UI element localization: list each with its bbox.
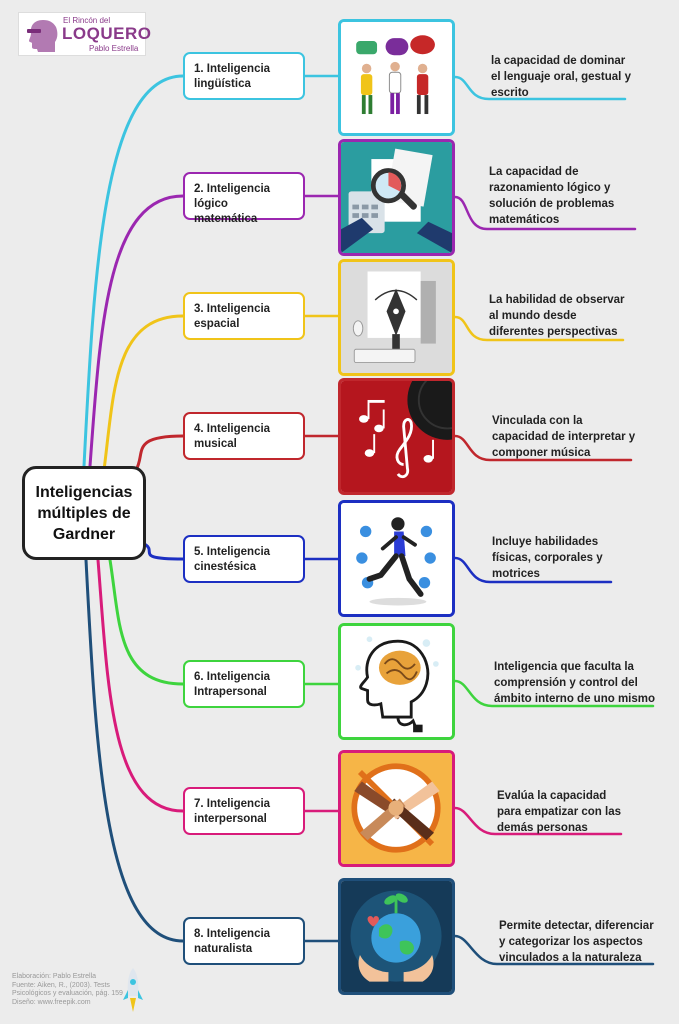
- intelligence-number: 2.: [194, 183, 204, 195]
- intelligence-illustration-2: [338, 139, 455, 256]
- pen-tool-design-icon: [341, 262, 452, 373]
- credit-line: Psicológicos y evaluación, pág. 159: [12, 990, 123, 997]
- intelligence-description-3: La habilidad de observar al mundo desde …: [489, 294, 625, 338]
- rocket-icon: [123, 968, 143, 1012]
- intelligence-number: 1.: [194, 63, 204, 75]
- connector-image-description: [453, 315, 625, 342]
- connector-image-description: [453, 556, 613, 584]
- connector-image-description: [453, 934, 655, 966]
- intelligence-number: 7.: [194, 798, 204, 810]
- intelligence-number: 8.: [194, 928, 204, 940]
- intelligence-title: Inteligencia Intrapersonal: [194, 671, 271, 698]
- connector-image-description: [453, 806, 623, 836]
- logo-line-2: LOQUERO: [62, 24, 152, 43]
- intelligence-title: Inteligencia cinestésica: [194, 546, 271, 573]
- credits: Elaboración: Pablo Estrella Fuente: Aike…: [12, 973, 123, 1007]
- connector-center-label: [144, 543, 185, 561]
- connector-center-label: [88, 194, 185, 468]
- connector-center-label: [84, 558, 185, 943]
- connector-center-label: [82, 74, 185, 468]
- connector-image-description: [453, 434, 633, 462]
- intelligence-title: Inteligencia naturalista: [194, 928, 271, 955]
- intelligence-description-5: Incluye habilidades físicas, corporales …: [492, 536, 603, 580]
- brain-head-icon: [341, 626, 452, 737]
- intelligence-title: Inteligencia musical: [194, 423, 271, 450]
- credit-line: Fuente: Aiken, R., (2003). Tests: [12, 981, 110, 989]
- intelligence-label-7: 7. Inteligencia interpersonal: [183, 787, 305, 835]
- intelligence-number: 5.: [194, 546, 204, 558]
- joined-hands-icon: [341, 753, 452, 864]
- intelligence-illustration-4: [338, 378, 455, 495]
- intelligence-label-5: 5. Inteligencia cinestésica: [183, 535, 305, 583]
- intelligence-label-6: 6. Inteligencia Intrapersonal: [183, 660, 305, 708]
- connector-center-label: [102, 314, 185, 472]
- connector-center-label: [134, 434, 185, 472]
- intelligence-description-6: Inteligencia que faculta la comprensión …: [494, 661, 656, 705]
- logo-line-1: El Rincón del: [63, 16, 111, 25]
- credit-line: Elaboración: Pablo Estrella: [12, 973, 97, 980]
- intelligence-description-7: Evalúa la capacidad para empatizar con l…: [497, 790, 621, 834]
- earth-plant-hands-icon: [341, 881, 452, 992]
- intelligence-label-4: 4. Inteligencia musical: [183, 412, 305, 460]
- connector-image-description: [453, 75, 627, 101]
- intelligence-illustration-5: [338, 500, 455, 617]
- intelligence-illustration-8: [338, 878, 455, 995]
- intelligence-illustration-6: [338, 623, 455, 740]
- intelligence-illustration-7: [338, 750, 455, 867]
- intelligence-title: Inteligencia espacial: [194, 303, 271, 330]
- runner-icon: [341, 503, 452, 614]
- connector-image-description: [453, 195, 637, 231]
- connector-image-description: [453, 679, 655, 708]
- logo: El Rincón del LOQUERO Pablo Estrella: [18, 12, 151, 56]
- intelligence-illustration-3: [338, 259, 455, 376]
- intelligence-label-8: 8. Inteligencia naturalista: [183, 917, 305, 965]
- logo-line-3: Pablo Estrella: [89, 44, 139, 53]
- people-talking-icon: [341, 22, 452, 133]
- intelligence-illustration-1: [338, 19, 455, 136]
- credit-line: Diseño: www.freepik.com: [12, 998, 91, 1006]
- connector-center-label: [108, 558, 185, 686]
- intelligence-label-1: 1. Inteligencia lingüística: [183, 52, 305, 100]
- intelligence-title: Inteligencia interpersonal: [194, 798, 271, 825]
- intelligence-number: 6.: [194, 671, 204, 683]
- connector-center-label: [96, 558, 185, 813]
- intelligence-label-2: 2. Inteligencia lógico matemática: [183, 172, 305, 225]
- intelligence-title: Inteligencia lógico matemática: [194, 183, 271, 225]
- head-silhouette-icon: [25, 16, 61, 52]
- intelligence-description-1: la capacidad de dominar el lenguaje oral…: [491, 55, 631, 99]
- intelligence-description-2: La capacidad de razonamiento lógico y so…: [489, 166, 615, 226]
- magnifier-calculator-icon: [341, 142, 452, 253]
- intelligence-label-3: 3. Inteligencia espacial: [183, 292, 305, 340]
- central-topic: Inteligencias múltiples de Gardner: [22, 466, 146, 560]
- intelligence-number: 4.: [194, 423, 204, 435]
- intelligence-description-8: Permite detectar, diferenciar y categori…: [499, 920, 654, 964]
- intelligence-description-4: Vinculada con la capacidad de interpreta…: [492, 415, 636, 459]
- music-notes-icon: [341, 381, 452, 492]
- intelligence-number: 3.: [194, 303, 204, 315]
- intelligence-title: Inteligencia lingüística: [194, 63, 271, 90]
